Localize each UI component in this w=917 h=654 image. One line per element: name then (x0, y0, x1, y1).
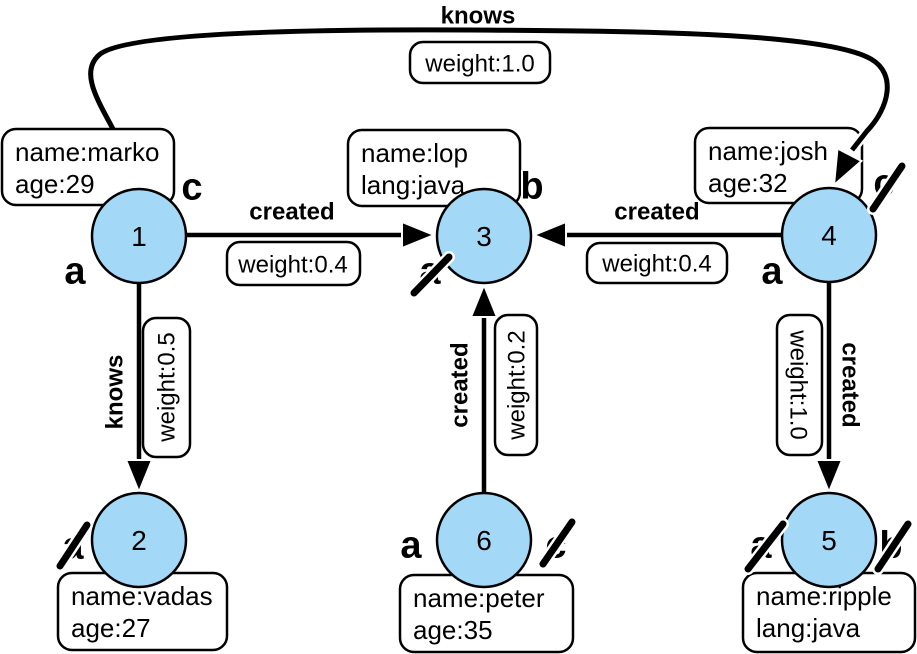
weight-box-1-2 (141, 316, 192, 459)
slash-vertex-3-a (410, 253, 453, 297)
props-box-vertex-6: name:peter age:35 (398, 573, 575, 654)
weight-label: weight:1.0 (785, 329, 812, 439)
prop-line: lang:java (756, 613, 861, 643)
edge-created-4-5 (814, 282, 844, 495)
edge-created-1-3 (186, 220, 437, 250)
arrowhead-into-2 (124, 459, 154, 495)
edge-label-text: created (614, 198, 699, 225)
arrowhead-into-3-right (531, 220, 567, 250)
edge-label-text: knows (101, 355, 128, 430)
vertex-5: 5 (780, 491, 878, 589)
edge-label-text: created (446, 342, 473, 427)
slash-vertex-6-c (539, 518, 576, 568)
weight-box-6-3 (493, 313, 539, 457)
prop-line: lang:java (361, 170, 466, 200)
slash-vertex-4-c (869, 162, 906, 213)
vertex-4-id: 4 (821, 220, 837, 251)
props-box-vertex-1: name:marko age:29 (0, 127, 176, 207)
vertex-3-id: 3 (476, 221, 492, 252)
edge-label-created-1-3: created weight:0.4 (225, 196, 362, 287)
vertex-5-id: 5 (821, 525, 837, 556)
vertex-6-id: 6 (476, 525, 492, 556)
vertex-3-circle (435, 187, 533, 285)
vertex-6: 6 (435, 491, 533, 589)
edge-label-text: created (837, 342, 864, 427)
weight-box-4-3 (585, 241, 729, 285)
prop-line: name:lop (361, 138, 468, 168)
vertex-5-circle (780, 491, 878, 589)
vertex-4: 4 (780, 186, 878, 284)
edge-label-knows-top: knows weight:1.0 (408, 0, 552, 85)
mark-a-vertex-6: a (400, 524, 422, 566)
weight-label: weight:1.0 (424, 50, 534, 77)
weight-label: weight:0.4 (601, 250, 711, 277)
arrowhead-into-3-left (401, 220, 437, 250)
prop-line: age:35 (413, 615, 493, 645)
arrowhead-into-5 (814, 459, 844, 495)
edge-label-created-6-3: created weight:0.2 (444, 313, 539, 457)
props-box-vertex-3: name:lop lang:java (346, 128, 522, 208)
mark-c-vertex-1: c (181, 166, 202, 208)
vertex-2-circle (90, 491, 188, 589)
vertex-3: 3 (435, 187, 533, 285)
edge-label-text: created (249, 198, 334, 225)
edge-label-knows-1-2: knows weight:0.5 (99, 316, 192, 459)
prop-line: name:marko (15, 137, 160, 167)
vertex-2: 2 (90, 491, 188, 589)
mark-a-vertex-4: a (761, 250, 783, 292)
vertex-4-circle (780, 186, 878, 284)
slash-vertex-5-a (744, 520, 787, 573)
prop-line: name:peter (413, 583, 545, 613)
vertex-1-circle (90, 187, 188, 285)
vertex-1: 1 (90, 187, 188, 285)
edge-knows-1-4 (85, 24, 893, 188)
prop-line: age:27 (71, 613, 151, 643)
weight-label: weight:0.2 (503, 330, 530, 440)
weight-label: weight:0.5 (153, 332, 180, 442)
props-box-vertex-4: name:josh age:32 (693, 126, 864, 205)
props-box-vertex-2: name:vadas age:27 (56, 571, 229, 652)
weight-box-1-3 (225, 240, 362, 287)
weight-box-knows-top (408, 40, 552, 85)
prop-line: age:29 (15, 169, 95, 199)
arrowhead-into-3-bottom (469, 282, 499, 318)
slash-vertex-5-b (874, 520, 912, 573)
slash-vertex-2-a (56, 521, 91, 570)
prop-line: name:josh (708, 136, 828, 166)
vertex-6-circle (435, 491, 533, 589)
weight-label: weight:0.4 (237, 251, 347, 278)
prop-line: age:32 (708, 168, 788, 198)
edge-knows-1-2 (124, 283, 154, 495)
weight-box-4-5 (775, 313, 824, 457)
vertex-1-id: 1 (131, 221, 147, 252)
mark-b-vertex-3: b (520, 165, 543, 207)
cross-out-slashes (54, 160, 914, 575)
edge-created-4-3 (531, 220, 782, 250)
arrowhead-into-4 (832, 146, 864, 188)
edge-label-created-4-3: created weight:0.4 (585, 196, 729, 285)
mark-a-vertex-1: a (64, 250, 86, 292)
vertex-2-id: 2 (131, 525, 147, 556)
edge-created-6-3 (469, 282, 499, 493)
edge-label-created-4-5: weight:1.0 created (775, 313, 866, 457)
